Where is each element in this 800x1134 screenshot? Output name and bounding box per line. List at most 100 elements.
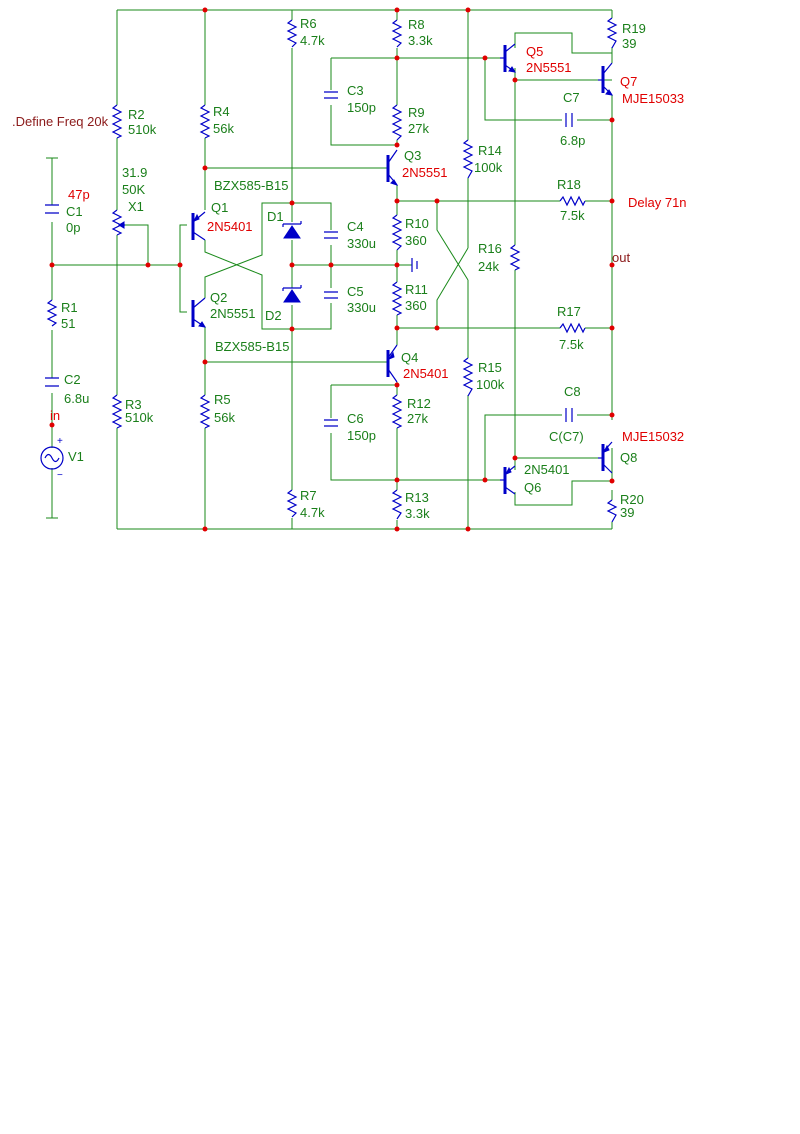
resistor-R20[interactable] — [606, 499, 618, 523]
r2-value: 510k — [128, 122, 157, 137]
transistor-Q1[interactable] — [191, 211, 206, 241]
resistor-R3[interactable] — [111, 394, 123, 429]
r6-name: R6 — [300, 16, 317, 31]
junction-dots — [49, 7, 615, 532]
resistors — [46, 17, 618, 523]
c1-value2: 47p — [68, 187, 90, 202]
define-freq-directive: .Define Freq 20k — [12, 114, 109, 129]
capacitor-C8[interactable] — [565, 408, 573, 422]
capacitor-C4[interactable] — [324, 231, 338, 239]
resistor-R12[interactable] — [391, 394, 403, 429]
resistor-R6[interactable] — [286, 19, 298, 48]
capacitors — [45, 91, 573, 427]
r6-value: 4.7k — [300, 33, 325, 48]
r18-value: 7.5k — [560, 208, 585, 223]
resistor-R16[interactable] — [509, 244, 521, 271]
r20-name: R20 — [620, 492, 644, 507]
c6-value: 150p — [347, 428, 376, 443]
transistor-Q5[interactable] — [500, 43, 516, 73]
net-label-out: out — [612, 250, 630, 265]
c8-name: C8 — [564, 384, 581, 399]
capacitor-C5[interactable] — [324, 291, 338, 299]
net-label-in: in — [50, 408, 60, 423]
zener-D2[interactable] — [282, 285, 302, 303]
resistor-R19[interactable] — [606, 17, 618, 49]
c1-name: C1 — [66, 204, 83, 219]
r12-name: R12 — [407, 396, 431, 411]
r3-value: 510k — [125, 410, 154, 425]
resistor-R17[interactable] — [559, 322, 586, 334]
r11-value: 360 — [405, 298, 427, 313]
r4-value: 56k — [213, 121, 234, 136]
r7-name: R7 — [300, 488, 317, 503]
c5-name: C5 — [347, 284, 364, 299]
r7-value: 4.7k — [300, 505, 325, 520]
r14-value: 100k — [474, 160, 503, 175]
r13-name: R13 — [405, 490, 429, 505]
c2-value: 6.8u — [64, 391, 89, 406]
r16-name: R16 — [478, 241, 502, 256]
capacitor-C3[interactable] — [324, 91, 338, 99]
resistor-R11[interactable] — [391, 281, 403, 316]
transistor-Q7[interactable] — [598, 62, 613, 96]
q8-model: MJE15032 — [622, 429, 684, 444]
transistor-Q2[interactable] — [191, 297, 206, 328]
c7-value: 6.8p — [560, 133, 585, 148]
c4-value: 330u — [347, 236, 376, 251]
transistor-Q6[interactable] — [500, 465, 516, 495]
resistor-R7[interactable] — [286, 489, 298, 518]
r17-name: R17 — [557, 304, 581, 319]
resistor-R18[interactable] — [559, 195, 586, 207]
zener-D1[interactable] — [282, 221, 302, 239]
capacitor-C7[interactable] — [565, 113, 573, 127]
r5-name: R5 — [214, 392, 231, 407]
r15-value: 100k — [476, 377, 505, 392]
r11-name: R11 — [405, 282, 428, 297]
svg-text:+: + — [57, 436, 63, 447]
r1-value: 51 — [61, 316, 75, 331]
resistor-R8[interactable] — [391, 19, 403, 48]
r10-value: 360 — [405, 233, 427, 248]
r8-value: 3.3k — [408, 33, 433, 48]
r14-name: R14 — [478, 143, 502, 158]
transistor-Q8[interactable] — [598, 441, 613, 474]
d1-model: BZX585-B15 — [214, 178, 288, 193]
resistor-R14[interactable] — [462, 139, 474, 179]
resistor-R10[interactable] — [391, 214, 403, 251]
r17-value: 7.5k — [559, 337, 584, 352]
capacitor-C1[interactable] — [45, 204, 59, 214]
diodes — [282, 221, 302, 303]
q6-model: 2N5401 — [524, 462, 570, 477]
transistor-Q4[interactable] — [386, 344, 398, 383]
resistor-R15[interactable] — [462, 357, 474, 397]
r3-name: R3 — [125, 397, 142, 412]
pot-position: 31.9 — [122, 165, 147, 180]
q2-name: Q2 — [210, 290, 227, 305]
capacitor-C2[interactable] — [45, 377, 59, 387]
resistor-R9[interactable] — [391, 104, 403, 141]
r5-value: 56k — [214, 410, 235, 425]
c3-value: 150p — [347, 100, 376, 115]
voltage-source-V1[interactable]: + − — [40, 436, 64, 481]
v1-name: V1 — [68, 449, 84, 464]
r2-name: R2 — [128, 107, 145, 122]
q7-model: MJE15033 — [622, 91, 684, 106]
x1-value: 50K — [122, 182, 145, 197]
r12-value: 27k — [407, 411, 428, 426]
resistor-R13[interactable] — [391, 489, 403, 520]
capacitor-C6[interactable] — [324, 419, 338, 427]
r10-name: R10 — [405, 216, 429, 231]
r8-name: R8 — [408, 17, 425, 32]
transistor-Q3[interactable] — [386, 149, 399, 186]
q2-model: 2N5551 — [210, 306, 256, 321]
resistor-R1[interactable] — [46, 299, 58, 327]
r4-name: R4 — [213, 104, 230, 119]
svg-text:−: − — [57, 470, 63, 481]
c6-name: C6 — [347, 411, 364, 426]
resistor-R4[interactable] — [199, 104, 211, 139]
q6-name: Q6 — [524, 480, 541, 495]
q5-name: Q5 — [526, 44, 543, 59]
resistor-R2[interactable] — [111, 104, 123, 139]
potentiometer-X1[interactable] — [111, 209, 125, 236]
resistor-R5[interactable] — [199, 394, 211, 429]
